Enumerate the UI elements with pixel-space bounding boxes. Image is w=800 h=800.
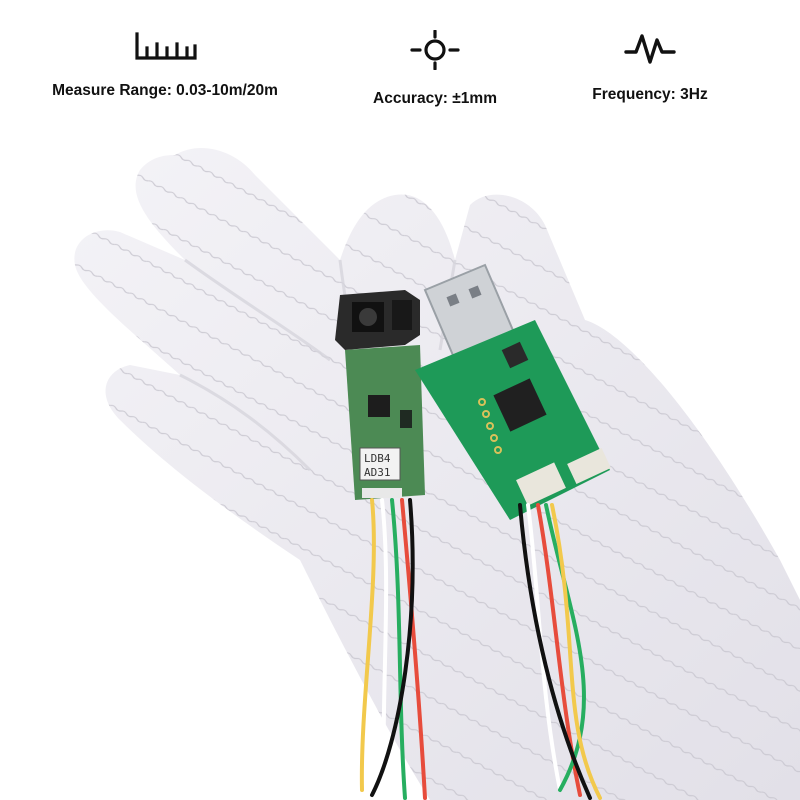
- spec-accuracy: Accuracy: ±1mm: [330, 30, 540, 108]
- laser-sensor: [335, 290, 420, 350]
- usb-adapter-pcb: [415, 320, 611, 520]
- usb-plug: [423, 263, 517, 362]
- sensor-wires: [359, 498, 427, 800]
- spec-row: Measure Range: 0.03-10m/20m Accuracy: ±1…: [0, 0, 800, 140]
- spec-frequency: Frequency: 3Hz: [560, 30, 740, 104]
- target-crosshair-icon: [410, 30, 460, 70]
- glove: [74, 147, 800, 800]
- module-label-line2: AD31: [364, 466, 391, 479]
- ruler-icon: [135, 32, 197, 60]
- module-label-line1: LDB4: [364, 452, 391, 465]
- spec-measure-range-label: Measure Range: 0.03-10m/20m: [52, 82, 278, 99]
- pulse-wave-icon: [624, 34, 676, 64]
- spec-accuracy-label: Accuracy: ±1mm: [373, 90, 497, 107]
- glove-hand-photo: LDB4 AD31: [74, 147, 800, 800]
- spec-frequency-label: Frequency: 3Hz: [592, 86, 708, 103]
- adapter-wires: [518, 503, 602, 800]
- sensor-pcb: LDB4 AD31: [345, 345, 425, 500]
- spec-measure-range: Measure Range: 0.03-10m/20m: [40, 30, 290, 100]
